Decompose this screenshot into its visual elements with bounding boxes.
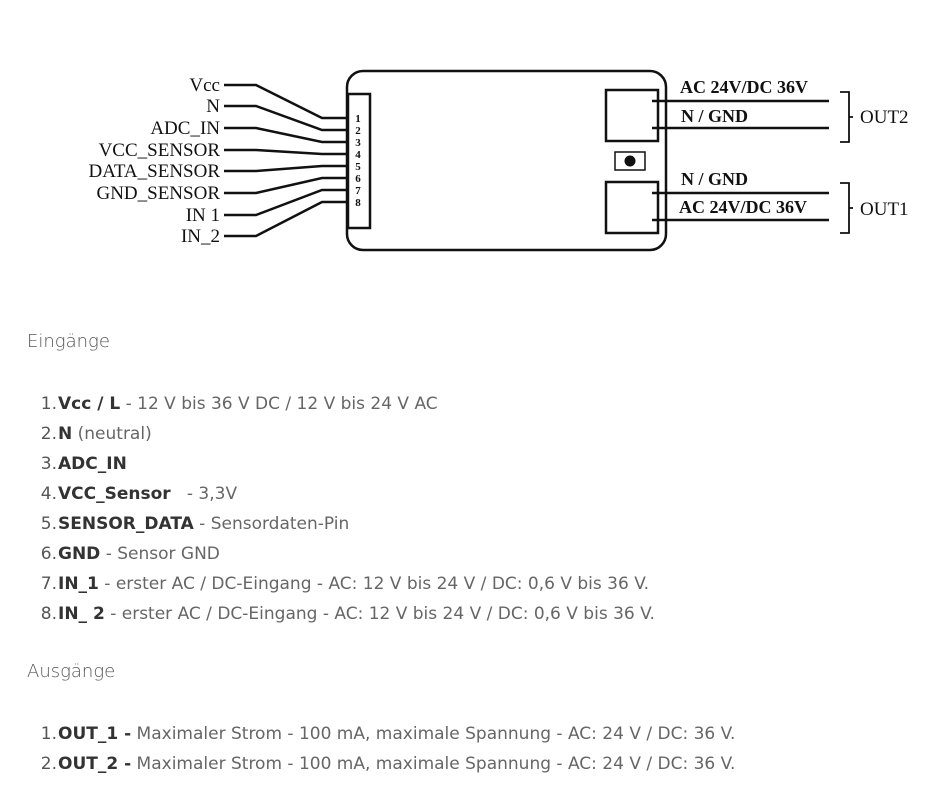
item-description: - 12 V bis 36 V DC / 12 V bis 24 V AC (120, 394, 438, 414)
list-item: 2.N (neutral) (0, 419, 655, 449)
item-key: IN_1 (58, 574, 99, 594)
list-item: 6.GND - Sensor GND (0, 539, 655, 569)
input-label: N (206, 96, 220, 117)
item-key: N (58, 424, 73, 444)
input-wire (224, 200, 348, 238)
item-number: 6. (40, 544, 57, 564)
out2-line2-label: N / GND (681, 106, 748, 126)
input-label: DATA_SENSOR (89, 161, 221, 182)
out1-label: OUT1 (860, 199, 909, 220)
item-number: 2. (40, 424, 57, 444)
list-item: 3.ADC_IN (0, 449, 655, 479)
pin-number: 8 (355, 197, 361, 209)
item-number: 2. (40, 754, 57, 774)
out2-line1-label: AC 24V/DC 36V (680, 77, 808, 97)
status-led-icon (624, 155, 636, 167)
item-number: 7. (40, 574, 57, 594)
pin-number: 7 (355, 185, 361, 197)
item-description: - Sensordaten-Pin (193, 514, 350, 534)
item-number: 4. (40, 484, 57, 504)
out2-terminal (604, 88, 660, 143)
input-wire (224, 148, 348, 156)
item-description: Maximaler Strom - 100 mA, maximale Spann… (131, 724, 736, 744)
input-label: VCC_SENSOR (99, 140, 221, 161)
item-key: ADC_IN (58, 454, 127, 474)
pin-number: 6 (355, 173, 361, 185)
pin-number: 1 (355, 113, 361, 125)
item-description: - 3,3V (170, 484, 238, 504)
item-key: OUT_2 - (58, 754, 132, 774)
item-number: 8. (40, 604, 57, 624)
pin-number: 4 (355, 149, 361, 161)
list-item: 5.SENSOR_DATA - Sensordaten-Pin (0, 509, 655, 539)
input-label: IN_2 (181, 226, 220, 247)
inputs-heading: Eingänge (27, 331, 110, 352)
item-description: - erster AC / DC-Eingang - AC: 12 V bis … (98, 574, 650, 594)
item-key: VCC_Sensor (58, 484, 171, 504)
item-description: - erster AC / DC-Eingang - AC: 12 V bis … (104, 604, 655, 624)
out1-bracket (840, 182, 853, 234)
pin-number: 3 (355, 137, 361, 149)
input-label: IN 1 (186, 205, 220, 226)
input-label: Vcc (189, 75, 220, 96)
item-number: 1. (40, 724, 57, 744)
inputs-list: 1.Vcc / L - 12 V bis 36 V DC / 12 V bis … (0, 389, 655, 629)
out1-line1-label: N / GND (681, 169, 748, 189)
list-item: 4.VCC_Sensor - 3,3V (0, 479, 655, 509)
item-key: SENSOR_DATA (58, 514, 194, 534)
input-wire (224, 176, 348, 195)
item-number: 3. (40, 454, 57, 474)
item-description: (neutral) (72, 424, 152, 444)
out1-terminal (604, 180, 660, 235)
list-item: 1.OUT_1 - Maximaler Strom - 100 mA, maxi… (0, 719, 736, 749)
item-key: GND (58, 544, 101, 564)
out2-bracket (840, 91, 853, 143)
input-label: ADC_IN (150, 118, 220, 139)
out1-line2-label: AC 24V/DC 36V (679, 197, 807, 217)
input-wire (224, 164, 348, 173)
pin-number: 2 (355, 125, 361, 137)
item-description: Maximaler Strom - 100 mA, maximale Spann… (131, 754, 736, 774)
outputs-heading: Ausgänge (27, 661, 116, 682)
list-item: 8.IN_ 2 - erster AC / DC-Eingang - AC: 1… (0, 599, 655, 629)
pin-number: 5 (355, 161, 361, 173)
list-item: 1.Vcc / L - 12 V bis 36 V DC / 12 V bis … (0, 389, 655, 419)
item-key: OUT_1 - (58, 724, 132, 744)
input-wire (224, 83, 348, 120)
list-item: 7.IN_1 - erster AC / DC-Eingang - AC: 12… (0, 569, 655, 599)
item-description: - Sensor GND (100, 544, 220, 564)
input-label: GND_SENSOR (96, 183, 220, 204)
input-connector (346, 92, 372, 230)
input-wire (224, 104, 348, 132)
outputs-list: 1.OUT_1 - Maximaler Strom - 100 mA, maxi… (0, 719, 736, 779)
item-number: 5. (40, 514, 57, 534)
input-wire (224, 126, 348, 144)
item-key: IN_ 2 (58, 604, 105, 624)
item-key: Vcc / L (58, 394, 121, 414)
list-item: 2.OUT_2 - Maximaler Strom - 100 mA, maxi… (0, 749, 736, 779)
input-wire (224, 188, 348, 217)
item-number: 1. (40, 394, 57, 414)
out2-label: OUT2 (860, 107, 909, 128)
